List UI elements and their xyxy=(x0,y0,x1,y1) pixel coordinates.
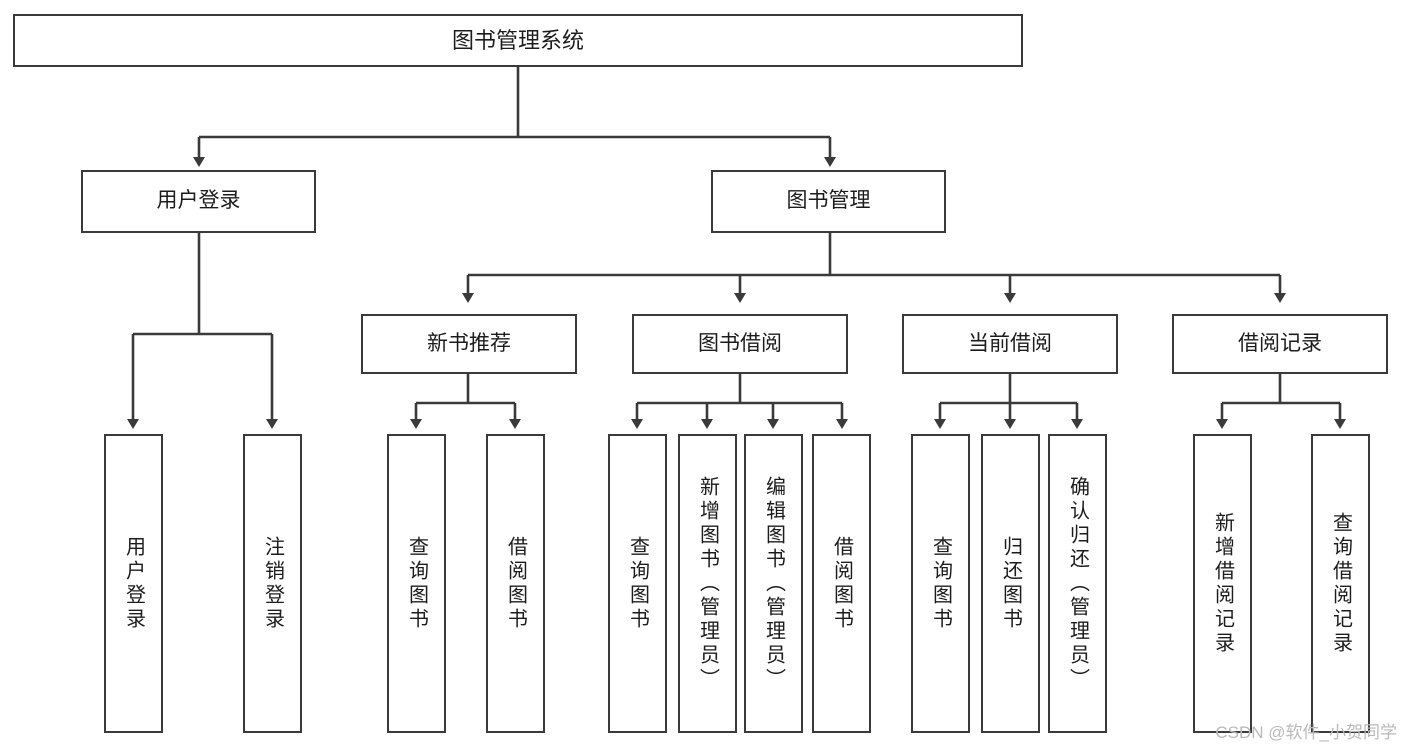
node-label: 查询图书 xyxy=(405,535,428,632)
leaf-book-borrow-edit-admin[interactable]: 编辑图书（管理员） xyxy=(744,434,803,733)
node-label: 编辑图书（管理员） xyxy=(762,475,785,692)
leaf-new-book-query[interactable]: 查询图书 xyxy=(387,434,446,733)
node-user-login[interactable]: 用户登录 xyxy=(81,170,316,233)
watermark: CSDN @软件_小贺同学 xyxy=(1215,723,1397,742)
node-book-management[interactable]: 图书管理 xyxy=(711,170,946,233)
node-label: 查询借阅记录 xyxy=(1329,511,1352,656)
leaf-book-borrow-borrow[interactable]: 借阅图书 xyxy=(812,434,871,733)
node-label: 借阅图书 xyxy=(830,535,853,632)
node-label: 图书借阅 xyxy=(698,331,782,355)
leaf-current-borrow-confirm-admin[interactable]: 确认归还（管理员） xyxy=(1048,434,1107,733)
node-label: 归还图书 xyxy=(999,535,1022,632)
leaf-book-borrow-query[interactable]: 查询图书 xyxy=(608,434,667,733)
node-current-borrow[interactable]: 当前借阅 xyxy=(902,314,1118,374)
node-label: 查询图书 xyxy=(929,535,952,632)
node-label: 用户登录 xyxy=(156,189,241,213)
node-label: 新增借阅记录 xyxy=(1211,511,1234,656)
leaf-user-login-logout[interactable]: 注销登录 xyxy=(243,434,302,733)
node-label: 借阅图书 xyxy=(504,535,527,632)
node-label: 图书管理 xyxy=(786,189,871,213)
node-label: 确认归还（管理员） xyxy=(1066,475,1089,692)
node-root-book-management-system[interactable]: 图书管理系统 xyxy=(13,14,1023,67)
node-label: 借阅记录 xyxy=(1238,331,1322,355)
leaf-user-login-login[interactable]: 用户登录 xyxy=(104,434,163,733)
node-label: 查询图书 xyxy=(626,535,649,632)
leaf-borrow-record-query[interactable]: 查询借阅记录 xyxy=(1311,434,1370,733)
leaf-borrow-record-add[interactable]: 新增借阅记录 xyxy=(1193,434,1252,733)
leaf-new-book-borrow[interactable]: 借阅图书 xyxy=(486,434,545,733)
node-label: 当前借阅 xyxy=(968,331,1052,355)
leaf-current-borrow-query[interactable]: 查询图书 xyxy=(911,434,970,733)
node-label: 新书推荐 xyxy=(427,331,511,355)
node-label: 图书管理系统 xyxy=(451,27,584,53)
node-borrow-record[interactable]: 借阅记录 xyxy=(1172,314,1388,374)
leaf-book-borrow-add-admin[interactable]: 新增图书（管理员） xyxy=(678,434,737,733)
node-label: 注销登录 xyxy=(261,535,284,632)
node-label: 用户登录 xyxy=(122,535,145,632)
node-book-borrow[interactable]: 图书借阅 xyxy=(632,314,848,374)
node-label: 新增图书（管理员） xyxy=(696,475,719,692)
leaf-current-borrow-return[interactable]: 归还图书 xyxy=(981,434,1040,733)
node-new-book-recommend[interactable]: 新书推荐 xyxy=(361,314,577,374)
